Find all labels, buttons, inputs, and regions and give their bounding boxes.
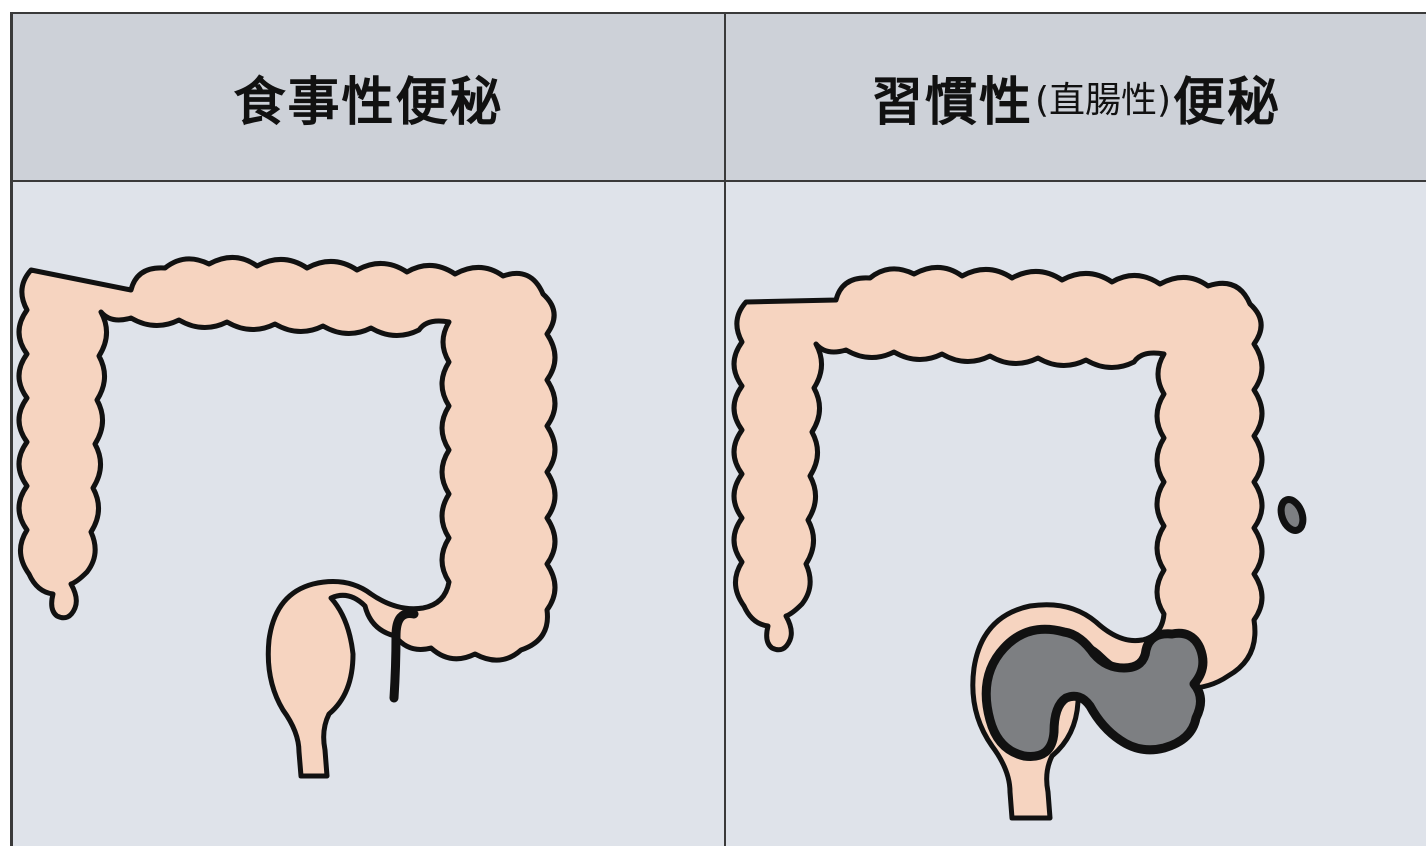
right-illustration-cell: [726, 182, 1426, 848]
stool-pellet: [1277, 497, 1307, 534]
rectal-title-paren: (直腸性): [1035, 71, 1171, 123]
dietary-constipation-title: 食事性便秘: [233, 60, 503, 135]
header-row: 食事性便秘 習慣性 (直腸性) 便秘: [13, 14, 1426, 182]
habitual-colon-illustration: [726, 182, 1426, 848]
habitual-title-end: 便秘: [1173, 60, 1281, 135]
left-illustration-cell: [13, 182, 724, 848]
colon-shape: [19, 257, 555, 776]
comparison-table: 食事性便秘 習慣性 (直腸性) 便秘: [10, 12, 1426, 846]
left-header-cell: 食事性便秘: [13, 14, 724, 180]
right-header-cell: 習慣性 (直腸性) 便秘: [726, 14, 1426, 180]
impacted-stool-mass: [986, 629, 1203, 756]
habitual-title-main: 習慣性: [871, 60, 1033, 135]
dietary-colon-illustration: [13, 182, 724, 848]
